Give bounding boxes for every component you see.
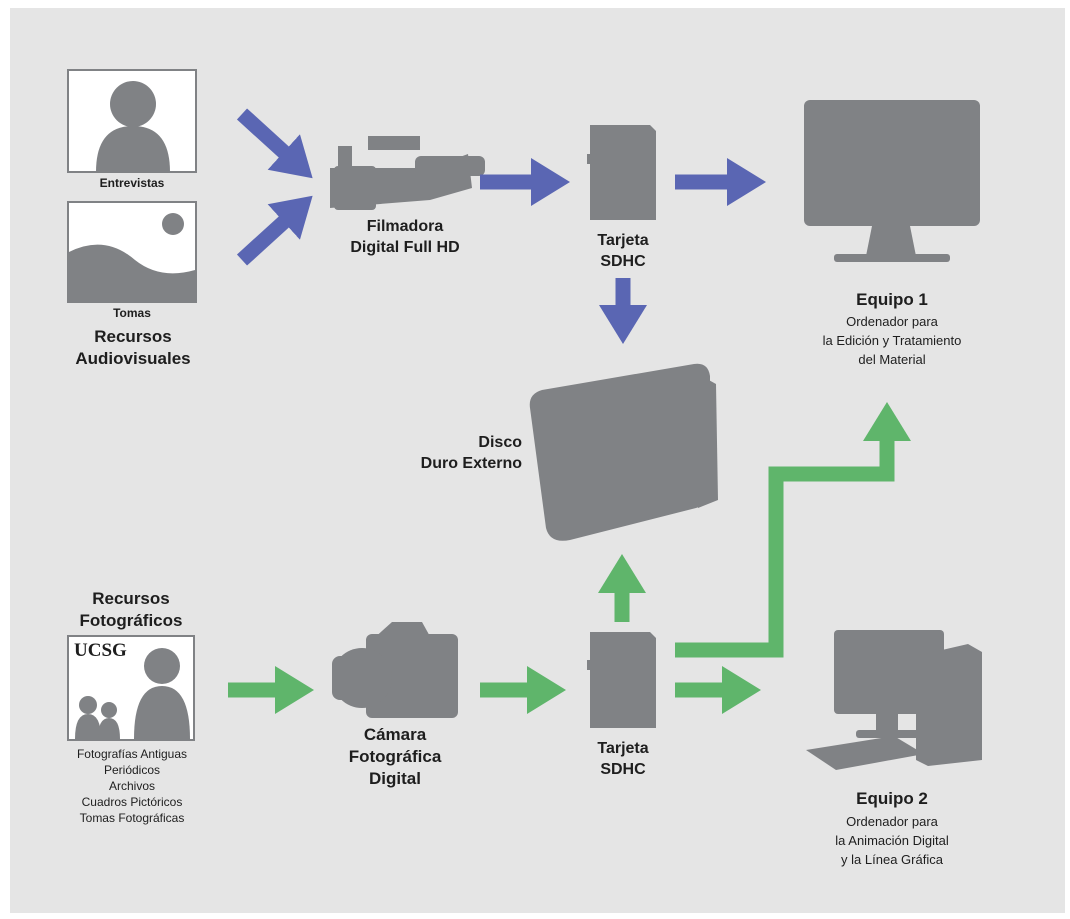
sd-card-icon bbox=[587, 632, 656, 728]
tarjeta-top-line2: SDHC bbox=[600, 253, 646, 270]
photo-camera-icon bbox=[332, 622, 458, 718]
camara-line3: Digital bbox=[369, 769, 421, 788]
arrow-entrevistas-to-filmadora bbox=[236, 108, 313, 179]
external-hard-drive-icon bbox=[529, 363, 718, 541]
filmadora-line1: Filmadora bbox=[366, 218, 444, 235]
filmadora-label: Filmadora Digital Full HD bbox=[310, 216, 500, 258]
camara-line1: Cámara bbox=[363, 725, 427, 744]
equipo1-label: Equipo 1 Ordenador para la Edición y Tra… bbox=[792, 288, 992, 369]
equipo2-line3: y la Línea Gráfica bbox=[841, 852, 943, 867]
family-photo-icon bbox=[67, 635, 195, 741]
desktop-computer-icon bbox=[806, 630, 982, 770]
diagram-canvas: Entrevistas Tomas Recursos Audiovisuales… bbox=[10, 8, 1065, 913]
equipo1-line1: Ordenador para bbox=[846, 314, 938, 329]
landscape-frame-icon bbox=[67, 201, 197, 303]
camara-line2: Fotográfica bbox=[348, 747, 442, 766]
disco-label: Disco Duro Externo bbox=[372, 432, 522, 474]
item-archivos: Archivos bbox=[108, 779, 155, 793]
arrow-tomas-to-filmadora bbox=[236, 195, 313, 266]
recursos-fotograficos-line2: Fotográficos bbox=[79, 611, 183, 630]
item-cuadros-pictoricos: Cuadros Pictóricos bbox=[81, 795, 183, 809]
camara-label: Cámara Fotográfica Digital bbox=[330, 724, 460, 790]
item-tomas-fotograficas: Tomas Fotográficas bbox=[79, 811, 185, 825]
item-fotografias-antiguas: Fotografías Antiguas bbox=[76, 747, 188, 761]
item-periodicos: Periódicos bbox=[103, 763, 161, 777]
tarjeta-top-line1: Tarjeta bbox=[597, 232, 649, 249]
equipo1-line2: la Edición y Tratamiento bbox=[822, 333, 962, 348]
tarjeta-bottom-line1: Tarjeta bbox=[597, 740, 649, 757]
video-camera-icon bbox=[330, 136, 485, 210]
equipo2-line1: Ordenador para bbox=[846, 814, 938, 829]
disco-line2: Duro Externo bbox=[420, 455, 522, 472]
recursos-fotograficos-line1: Recursos bbox=[92, 589, 170, 608]
person-frame-icon bbox=[67, 69, 197, 173]
entrevistas-label: Entrevistas bbox=[99, 176, 165, 190]
arrow-tarjeta-to-equipo1-green bbox=[675, 402, 911, 658]
diagram-graphics bbox=[67, 69, 982, 770]
recursos-audiovisuales-line2: Audiovisuales bbox=[75, 349, 191, 368]
disco-line1: Disco bbox=[478, 434, 522, 451]
tarjeta-top-label: Tarjeta SDHC bbox=[563, 230, 683, 272]
recursos-audiovisuales-label: Recursos Audiovisuales bbox=[48, 326, 218, 370]
recursos-fotograficos-label: Recursos Fotográficos bbox=[46, 588, 216, 632]
equipo1-line3: del Material bbox=[858, 352, 926, 367]
tomas-label: Tomas bbox=[113, 306, 151, 320]
tarjeta-bottom-line2: SDHC bbox=[600, 761, 646, 778]
equipo1-title: Equipo 1 bbox=[856, 290, 928, 309]
monitor-icon bbox=[804, 100, 980, 262]
recursos-audiovisuales-line1: Recursos bbox=[94, 327, 172, 346]
equipo2-label: Equipo 2 Ordenador para la Animación Dig… bbox=[792, 786, 992, 869]
sd-card-icon bbox=[587, 125, 656, 220]
equipo2-title: Equipo 2 bbox=[856, 789, 928, 808]
filmadora-line2: Digital Full HD bbox=[350, 239, 460, 256]
recursos-fotograficos-items: Fotografías Antiguas Periódicos Archivos… bbox=[46, 746, 218, 826]
tarjeta-bottom-label: Tarjeta SDHC bbox=[563, 738, 683, 780]
equipo2-line2: la Animación Digital bbox=[835, 833, 949, 848]
ucsg-logo-text: UCSG bbox=[74, 640, 127, 661]
